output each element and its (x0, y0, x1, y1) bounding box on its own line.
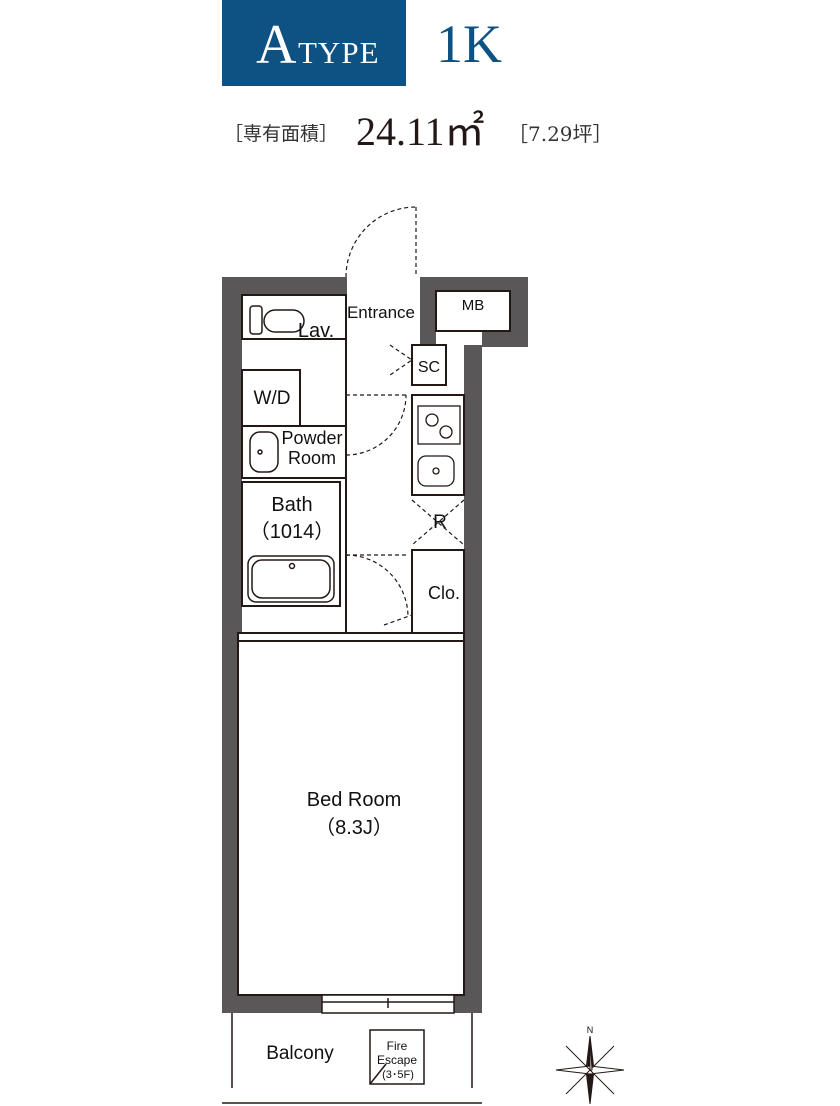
door-swings (345, 206, 465, 626)
area-value: 24.11㎡ (356, 109, 485, 154)
inner-walls (238, 290, 511, 641)
label-entrance: Entrance (347, 303, 415, 322)
label-escape: Escape (377, 1053, 417, 1067)
label-powder-room: Room (288, 448, 336, 468)
stove-icon (417, 405, 461, 445)
area-label: ［専有面積］ (224, 123, 339, 145)
label-bath-size: （1014） (250, 520, 335, 543)
label-balcony: Balcony (266, 1043, 334, 1064)
label-bedroom-size: （8.3J） (315, 816, 393, 839)
label-wd: W/D (254, 388, 291, 409)
balcony-outline (222, 1013, 482, 1104)
layout-type: 1K (436, 14, 502, 74)
bedroom-area (237, 632, 465, 996)
compass-icon (555, 1035, 625, 1105)
label-mb: MB (462, 297, 485, 314)
sink-icon (417, 455, 455, 487)
label-lav: Lav. (298, 320, 334, 342)
basin-icon (249, 431, 279, 473)
label-bedroom: Bed Room (307, 789, 402, 811)
area-tsubo: ［7.29坪］ (508, 122, 613, 146)
label-r: R (433, 512, 447, 533)
label-fire: Fire (387, 1039, 408, 1053)
type-letter: A (256, 14, 297, 76)
compass-north-label: N (587, 1025, 594, 1035)
toilet-icon (249, 305, 305, 335)
label-floors: (3･5F) (382, 1069, 414, 1081)
label-sc: SC (418, 359, 440, 376)
label-bath: Bath (271, 494, 312, 516)
bathtub-icon (247, 555, 335, 603)
label-clo: Clo. (428, 583, 460, 603)
label-powder: Powder (281, 428, 342, 448)
type-word: TYPE (298, 35, 380, 70)
window (321, 994, 455, 1014)
type-badge: A TYPE (222, 0, 406, 86)
